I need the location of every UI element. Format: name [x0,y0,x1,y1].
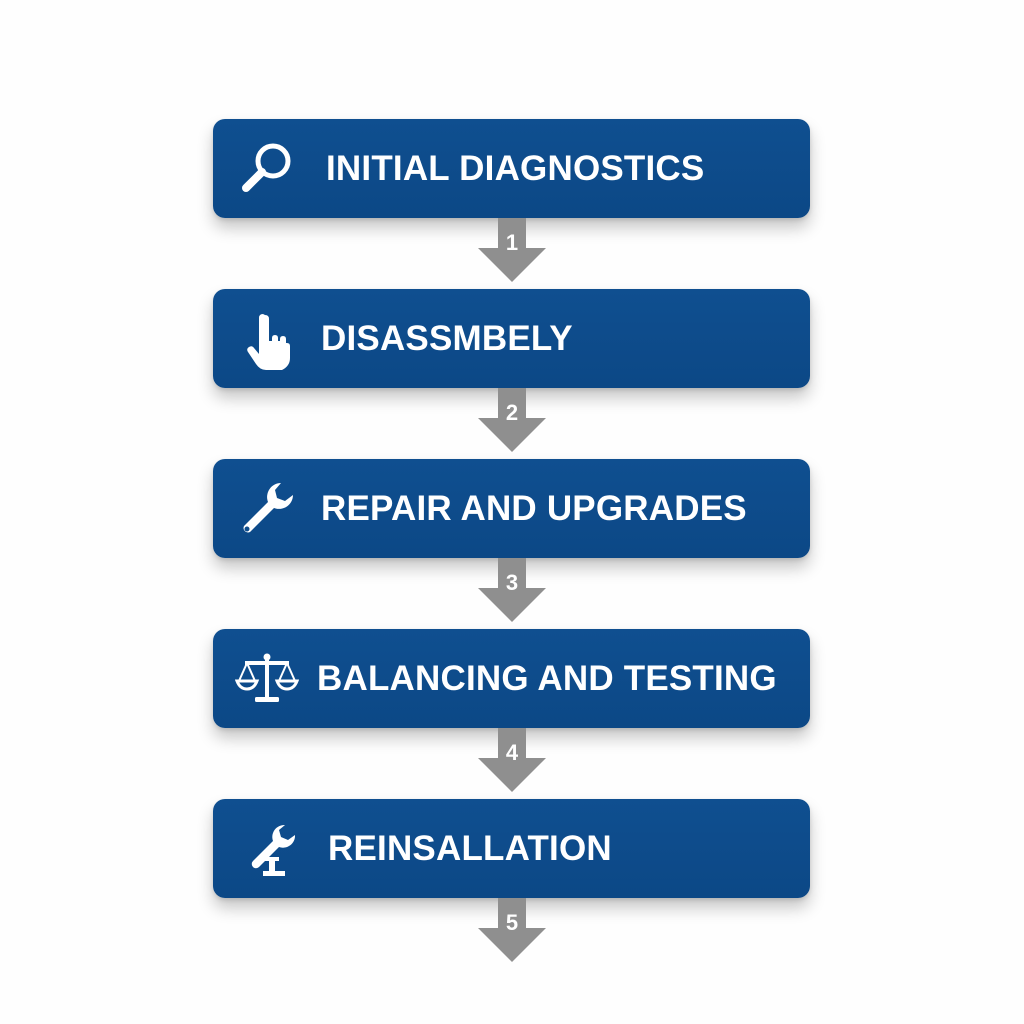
arrow-number: 5 [505,910,519,935]
step-label: BALANCING AND TESTING [317,658,777,698]
balance-scale-icon [235,647,299,711]
wrench-stand-icon [235,817,299,881]
step-initial-diagnostics: INITIAL DIAGNOSTICS [213,119,810,218]
step-label: REPAIR AND UPGRADES [321,488,747,528]
flow-arrow-5: 5 [478,898,546,962]
step-label: REINSALLATION [328,828,612,868]
arrow-number: 2 [505,400,519,425]
flow-arrow-2: 2 [478,388,546,452]
step-label: INITIAL DIAGNOSTICS [326,148,705,188]
arrow-number: 1 [505,230,519,255]
step-balancing-and-testing: BALANCING AND TESTING [213,629,810,728]
flow-arrow-1: 1 [478,218,546,282]
step-label: DISASSMBELY [321,318,573,358]
flow-arrow-3: 3 [478,558,546,622]
wrench-icon [235,477,299,541]
pointing-hand-icon [235,307,299,371]
step-disassembly: DISASSMBELY [213,289,810,388]
flow-arrow-4: 4 [478,728,546,792]
step-repair-and-upgrades: REPAIR AND UPGRADES [213,459,810,558]
magnifier-icon [235,137,299,201]
step-reinstallation: REINSALLATION [213,799,810,898]
arrow-number: 4 [505,740,519,765]
arrow-number: 3 [505,570,519,595]
